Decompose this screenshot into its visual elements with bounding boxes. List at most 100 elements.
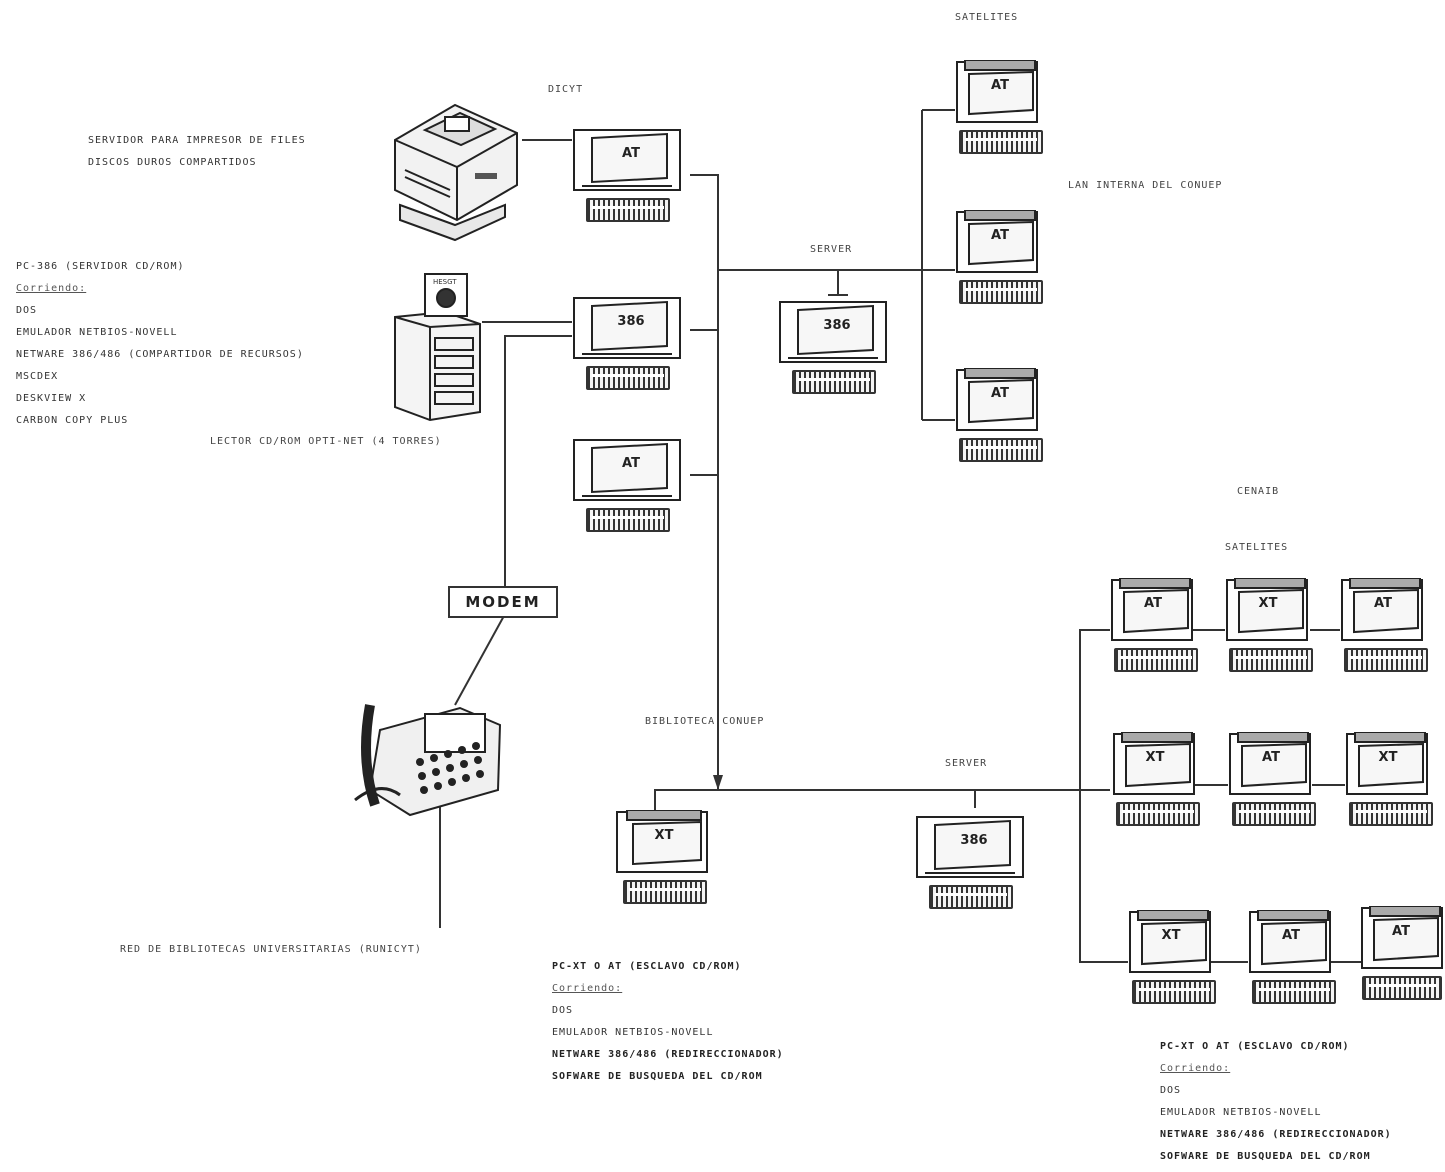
printer-server-label: SERVIDOR PARA IMPRESOR DE FILES DISCOS D… xyxy=(88,130,306,174)
monitor-icon xyxy=(1228,732,1338,798)
cdrom-tower-text: HESGT xyxy=(433,278,457,286)
computer-type-label: AT xyxy=(965,78,1035,93)
lector-cdrom-label: LECTOR CD/ROM OPTI-NET (4 TORRES) xyxy=(210,436,442,447)
computer-type-label: XT xyxy=(1120,750,1190,765)
keyboard-icon xyxy=(586,366,670,390)
pc386-item: DESKVIEW X xyxy=(16,388,304,410)
keyboard-icon xyxy=(1132,980,1216,1004)
slave-item: NETWARE 386/486 (REDIRECCIONADOR) xyxy=(552,1044,784,1066)
cdrom-tower-icon: HESGT xyxy=(385,272,485,422)
biblioteca-label: BIBLIOTECA CONUEP xyxy=(645,716,764,727)
slave-item: EMULADOR NETBIOS-NOVELL xyxy=(1160,1102,1392,1124)
monitor-icon xyxy=(1110,578,1220,644)
satellite-top-2: AT xyxy=(955,210,1071,306)
cenaib-satellite-1: AT xyxy=(1110,578,1226,674)
slave-item: DOS xyxy=(1160,1080,1392,1102)
dicyt-label: DICYT xyxy=(548,84,583,95)
cenaib-satellite-8: AT xyxy=(1248,910,1364,1006)
computer-type-label: AT xyxy=(1256,928,1326,943)
computer-type-label: AT xyxy=(1366,924,1436,939)
server-bottom-computer: 386 xyxy=(915,815,1031,911)
keyboard-icon xyxy=(1116,802,1200,826)
monitor-icon xyxy=(1360,906,1444,972)
computer-type-label: AT xyxy=(965,386,1035,401)
satellite-top-1: AT xyxy=(955,60,1071,156)
computer-type-label: AT xyxy=(1118,596,1188,611)
monitor-icon xyxy=(1225,578,1335,644)
monitor-icon xyxy=(955,368,1065,434)
satellite-top-3: AT xyxy=(955,368,1071,464)
computer-type-label: AT xyxy=(1348,596,1418,611)
pc386-description: PC-386 (SERVIDOR CD/ROM) Corriendo: DOS … xyxy=(16,256,304,432)
slave-item: NETWARE 386/486 (REDIRECCIONADOR) xyxy=(1160,1124,1392,1146)
cenaib-label: CENAIB xyxy=(1237,486,1279,497)
server-top-computer: 386 xyxy=(778,300,894,396)
keyboard-icon xyxy=(959,280,1043,304)
computer-type-label: AT xyxy=(1236,750,1306,765)
slave-item: DOS xyxy=(552,1000,784,1022)
monitor-icon xyxy=(1248,910,1358,976)
computer-type-label: AT xyxy=(596,146,666,161)
pc386-item: MSCDEX xyxy=(16,366,304,388)
cenaib-satellite-6: XT xyxy=(1345,732,1445,828)
slave-title: PC-XT O AT (ESCLAVO CD/ROM) xyxy=(552,956,784,978)
slave-item: SOFWARE DE BUSQUEDA DEL CD/ROM xyxy=(552,1066,784,1088)
keyboard-icon xyxy=(1349,802,1433,826)
monitor-icon xyxy=(1128,910,1238,976)
dicyt-at-computer: AT xyxy=(572,128,688,224)
cenaib-satellite-4: XT xyxy=(1112,732,1228,828)
keyboard-icon xyxy=(1114,648,1198,672)
computer-type-label: XT xyxy=(1353,750,1423,765)
monitor-icon xyxy=(572,438,682,504)
monitor-icon xyxy=(955,60,1065,126)
keyboard-icon xyxy=(1229,648,1313,672)
computer-type-label: 386 xyxy=(802,318,872,333)
pc386-item: EMULADOR NETBIOS-NOVELL xyxy=(16,322,304,344)
computer-type-label: AT xyxy=(596,456,666,471)
satelites-right-label: SATELITES xyxy=(1225,542,1288,553)
server-top-label: SERVER xyxy=(810,244,852,255)
slave-item: SOFWARE DE BUSQUEDA DEL CD/ROM xyxy=(1160,1146,1392,1168)
slave-description-right: PC-XT O AT (ESCLAVO CD/ROM) Corriendo: D… xyxy=(1160,1036,1392,1168)
cenaib-satellite-3: AT xyxy=(1340,578,1445,674)
keyboard-icon xyxy=(1344,648,1428,672)
keyboard-icon xyxy=(623,880,707,904)
computer-type-label: XT xyxy=(1233,596,1303,611)
modem-box: MODEM xyxy=(448,586,558,618)
printer-label-line: SERVIDOR PARA IMPRESOR DE FILES xyxy=(88,130,306,152)
computer-type-label: 386 xyxy=(939,833,1009,848)
slave-running: Corriendo: xyxy=(1160,1058,1392,1080)
computer-type-label: 386 xyxy=(596,314,666,329)
telephone-icon xyxy=(350,690,510,820)
keyboard-icon xyxy=(586,198,670,222)
slave-title: PC-XT O AT (ESCLAVO CD/ROM) xyxy=(1160,1036,1392,1058)
pc386-running: Corriendo: xyxy=(16,278,304,300)
dicyt-at2-computer: AT xyxy=(572,438,688,534)
monitor-icon xyxy=(1340,578,1445,644)
monitor-icon xyxy=(572,128,682,194)
keyboard-icon xyxy=(1362,976,1442,1000)
cenaib-satellite-5: AT xyxy=(1228,732,1344,828)
monitor-icon xyxy=(915,815,1025,881)
computer-type-label: XT xyxy=(1136,928,1206,943)
keyboard-icon xyxy=(586,508,670,532)
keyboard-icon xyxy=(959,438,1043,462)
pc386-item: DOS xyxy=(16,300,304,322)
pc386-item: CARBON COPY PLUS xyxy=(16,410,304,432)
keyboard-icon xyxy=(959,130,1043,154)
printer-icon xyxy=(385,95,525,245)
cenaib-satellite-2: XT xyxy=(1225,578,1341,674)
monitor-icon xyxy=(572,296,682,362)
slave-item: EMULADOR NETBIOS-NOVELL xyxy=(552,1022,784,1044)
keyboard-icon xyxy=(792,370,876,394)
keyboard-icon xyxy=(1232,802,1316,826)
computer-type-label: AT xyxy=(965,228,1035,243)
cenaib-satellite-7: XT xyxy=(1128,910,1244,1006)
server-bottom-label: SERVER xyxy=(945,758,987,769)
keyboard-icon xyxy=(929,885,1013,909)
satelites-top-label: SATELITES xyxy=(955,12,1018,23)
pc386-title: PC-386 (SERVIDOR CD/ROM) xyxy=(16,256,304,278)
cenaib-satellite-9: AT xyxy=(1360,906,1444,1002)
biblioteca-xt-computer: XT xyxy=(615,810,731,906)
pc386-item: NETWARE 386/486 (COMPARTIDOR DE RECURSOS… xyxy=(16,344,304,366)
